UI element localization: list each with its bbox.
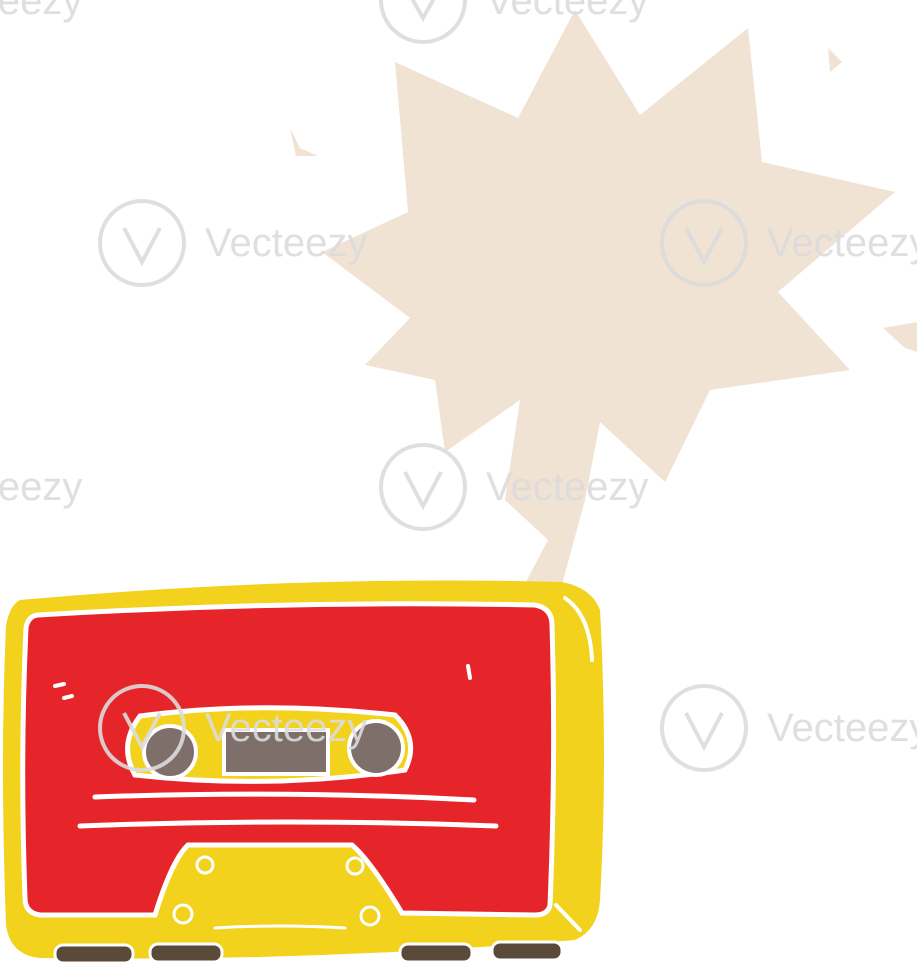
casing-corner-mark (554, 903, 582, 932)
guide-hole-1 (195, 855, 215, 875)
guide-hole-3 (172, 903, 194, 925)
right-reel (347, 719, 405, 777)
starburst-shape (322, 10, 895, 688)
bottom-strip (213, 924, 347, 930)
guide-hole-4 (359, 905, 381, 927)
tape-window (222, 728, 330, 776)
left-reel (142, 724, 198, 780)
bubble-fragment-3 (883, 322, 917, 352)
bottom-slot-4 (490, 940, 564, 962)
label-tick-3 (466, 664, 472, 680)
bubble-fragment-2 (828, 48, 842, 72)
label-line-2 (77, 819, 499, 829)
bubble-fragment-1 (290, 128, 318, 156)
guide-hole-2 (345, 856, 365, 876)
label-tick-2 (62, 694, 74, 700)
speech-bubble (290, 10, 917, 688)
bottom-slot-1 (53, 943, 135, 965)
label-line-1 (92, 791, 477, 803)
bottom-slot-3 (398, 942, 474, 964)
label-tick-1 (53, 682, 66, 688)
bottom-slot-2 (148, 942, 224, 964)
cassette-tape (3, 580, 604, 965)
casing-highlight (563, 596, 594, 662)
